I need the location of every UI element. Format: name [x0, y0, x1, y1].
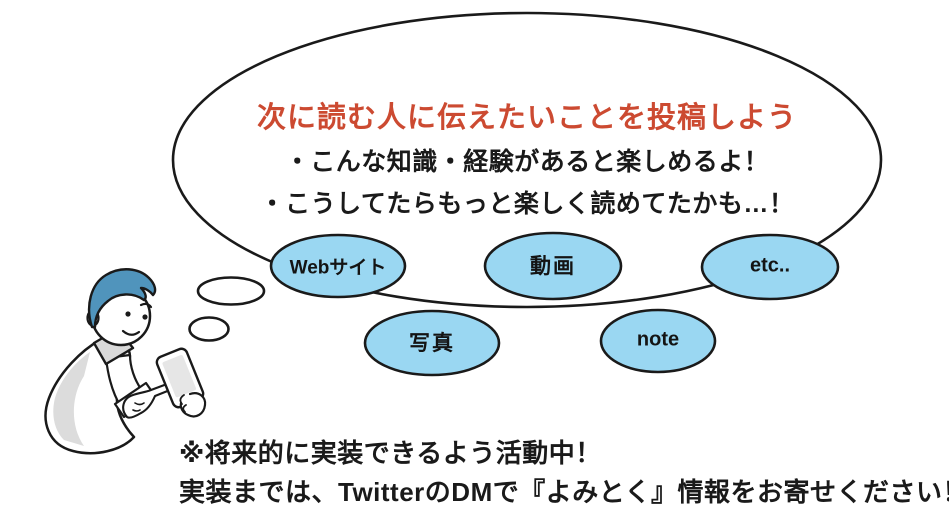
tag-ellipse-website [269, 233, 407, 299]
person-body-shade [53, 352, 90, 446]
tag-ellipse-video [483, 231, 623, 301]
thought-bubble-dot-small [188, 316, 230, 342]
tag-label-website: Webサイト [289, 257, 387, 279]
bubble-bullet-1: ・こんな知識・経験があると楽しめるよ！ [284, 148, 770, 176]
bubble-title: 次に読む人に伝えたいことを投稿しよう [256, 102, 797, 134]
tag-label-note: note [636, 328, 680, 351]
person-smile [121, 329, 141, 336]
person-eyebrow [139, 302, 153, 309]
footer-note-1: ※将来的に実装できるよう活動中！ [179, 438, 602, 468]
person-hair [87, 268, 157, 329]
tag-label-photo: 写真 [409, 332, 455, 355]
person-holding-hand [179, 392, 207, 418]
tag-ellipse-photo [363, 309, 501, 377]
thought-bubble-outline [171, 11, 883, 309]
person-finger-lines [132, 402, 145, 412]
tag-ellipse-note [599, 308, 717, 374]
tag-label-video: 動画 [530, 255, 576, 278]
footer-note-2: 実装までは、TwitterのDMで『よみとく』情報をお寄せください！ [179, 477, 949, 507]
person-eye-left [125, 311, 131, 317]
person-eye-right [142, 314, 148, 320]
person-holding-fingers [179, 394, 187, 413]
bubble-bullet-2: ・こうしてたらもっと楽しく読めてたかも…！ [259, 190, 795, 218]
thought-bubble-dot-large [196, 276, 266, 306]
person-illustration [44, 268, 207, 455]
tag-label-etc: etc.. [749, 254, 791, 277]
tag-ellipse-etc [700, 233, 840, 301]
